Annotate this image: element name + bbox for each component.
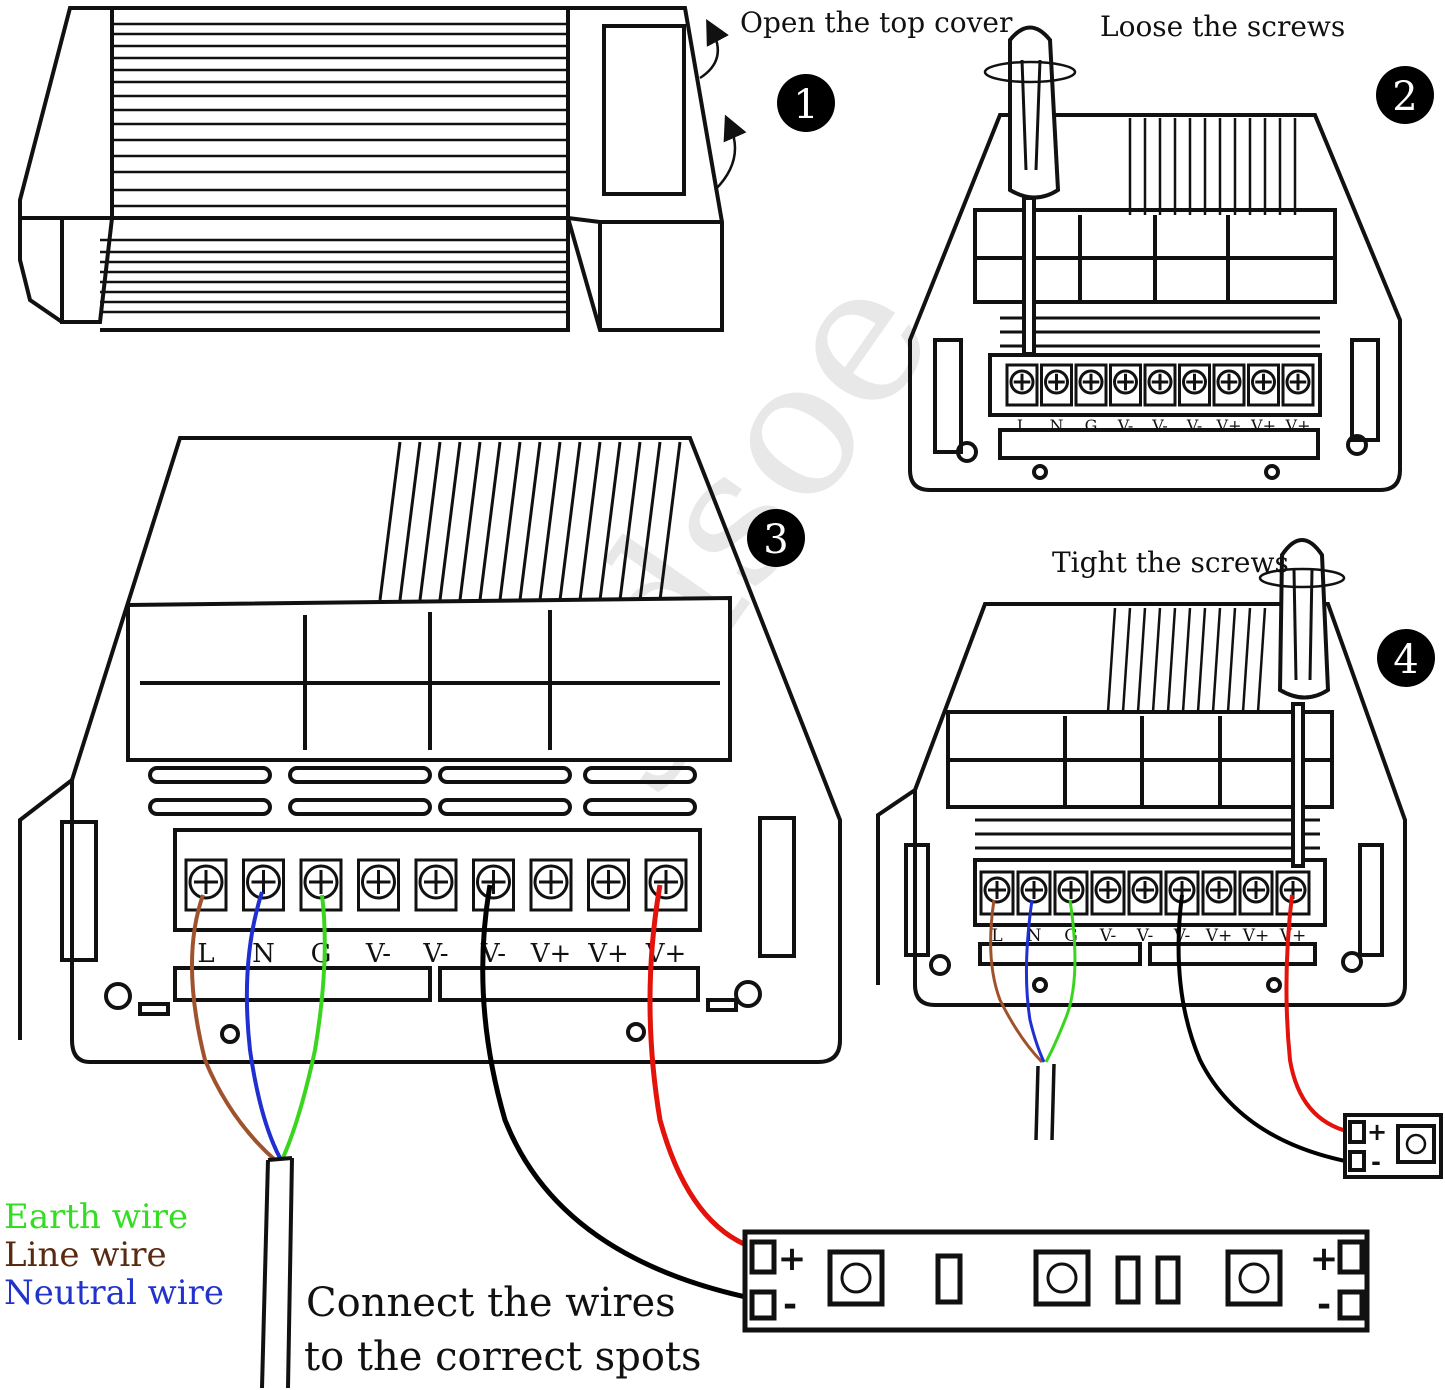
step3-earth-wire — [280, 894, 327, 1161]
step3-terminal-label-1: N — [252, 939, 275, 969]
step2-caption: Loose the screws — [1100, 10, 1345, 43]
step3-caption-line1: Connect the wires — [306, 1280, 676, 1326]
step4-terminal-label-6: V+ — [1205, 926, 1233, 946]
step3-negative-wire — [480, 884, 761, 1303]
step4-terminal-label-0: L — [991, 926, 1002, 946]
step4-terminal-label-8: V+ — [1279, 926, 1307, 946]
step2-terminal-labels: L N G V- V- V- V+ V+ V+ — [1017, 416, 1311, 435]
step4-power-supply — [876, 602, 1407, 1007]
step3-terminal-label-7: V+ — [587, 939, 629, 969]
step4-terminal-screws — [979, 870, 1311, 916]
step3-terminal-label-3: V- — [365, 939, 391, 969]
step2-badge — [1376, 66, 1434, 124]
step3-terminal-screws — [184, 858, 688, 912]
step3-neutral-wire — [244, 891, 282, 1159]
step3-power-supply — [18, 436, 842, 1064]
step2-screwdriver — [983, 25, 1077, 356]
step3-terminal-label-0: L — [197, 939, 214, 969]
strip-plus-right: + — [1310, 1239, 1339, 1279]
step4-screwdriver — [1258, 538, 1346, 868]
step3-terminal-label-6: V+ — [530, 939, 572, 969]
step4-terminal-label-7: V+ — [1242, 926, 1270, 946]
step4-badge — [1377, 629, 1435, 687]
step2-terminal-label-6: V+ — [1216, 416, 1242, 435]
step1-power-supply — [18, 6, 747, 332]
step4-terminal-label-3: V- — [1099, 926, 1116, 946]
step4-caption: Tight the screws — [1052, 546, 1289, 579]
step4-neutral-wire — [1024, 899, 1046, 1063]
step3-terminal-label-4: V- — [422, 939, 448, 969]
step4-terminal-label-1: N — [1027, 926, 1042, 946]
step3-caption-line2: to the correct spots — [304, 1334, 702, 1380]
step1-number: 1 — [793, 82, 818, 128]
step4-number: 4 — [1393, 637, 1418, 683]
step3-line-wire — [190, 894, 277, 1162]
led-strip-small — [1343, 1113, 1443, 1179]
legend-neutral-wire: Neutral wire — [4, 1273, 224, 1313]
step1-badge — [777, 74, 835, 132]
step2-number: 2 — [1392, 74, 1417, 120]
step3-mains-cable — [260, 1156, 294, 1389]
small-strip-minus: - — [1371, 1148, 1381, 1176]
step3-badge — [747, 509, 805, 567]
step2-terminal-label-4: V- — [1151, 416, 1168, 435]
strip-minus-left: - — [783, 1285, 797, 1325]
step3-number: 3 — [763, 517, 788, 563]
legend-earth-wire: Earth wire — [4, 1197, 188, 1237]
step2-terminal-label-3: V- — [1117, 416, 1134, 435]
step1-caption: Open the top cover — [740, 6, 1013, 39]
step4-line-wire — [989, 899, 1044, 1064]
step4-mains-cable — [1034, 1063, 1056, 1141]
step4-positive-wire — [1284, 894, 1351, 1134]
step2-terminal-label-8: V+ — [1285, 416, 1311, 435]
step2-terminal-label-7: V+ — [1250, 416, 1276, 435]
legend-line-wire: Line wire — [4, 1235, 167, 1275]
step4-negative-wire — [1176, 894, 1351, 1164]
led-strip-main — [742, 1229, 1370, 1333]
step2-terminal-label-0: L — [1017, 416, 1028, 435]
step2-terminal-screws — [1005, 363, 1315, 407]
strip-plus-left: + — [778, 1239, 807, 1279]
step3-terminal-label-2: G — [311, 939, 332, 969]
step4-earth-wire — [1044, 899, 1077, 1063]
step4-terminal-label-4: V- — [1136, 926, 1153, 946]
small-strip-plus: + — [1367, 1118, 1387, 1146]
step3-positive-wire — [647, 884, 761, 1253]
step2-terminal-label-5: V- — [1186, 416, 1203, 435]
step2-terminal-label-2: G — [1085, 416, 1098, 435]
step2-terminal-label-1: N — [1050, 416, 1064, 435]
strip-minus-right: - — [1317, 1285, 1331, 1325]
step4-terminal-label-5: V- — [1173, 926, 1190, 946]
